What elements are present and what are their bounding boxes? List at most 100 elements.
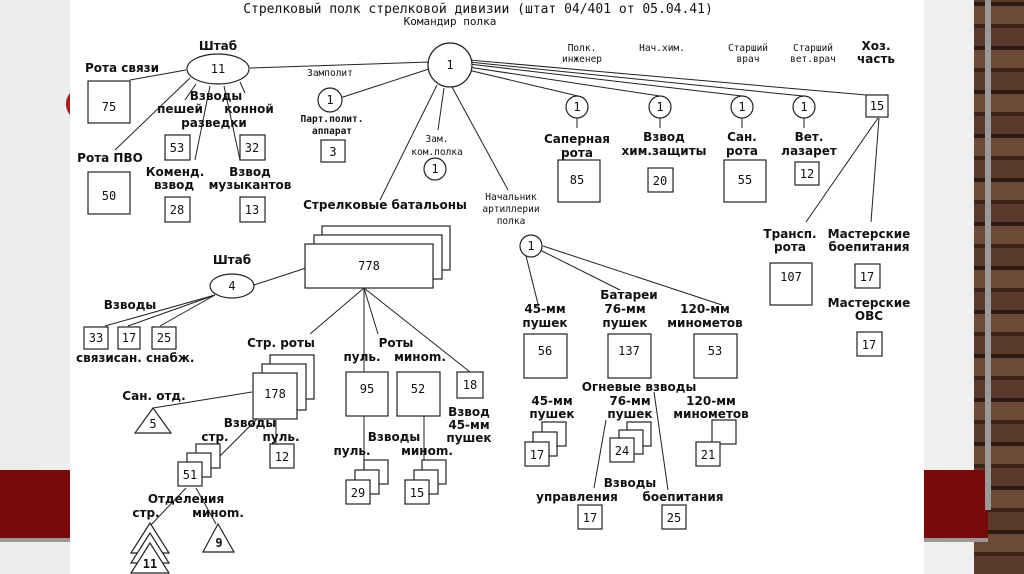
chem-value: 20 xyxy=(653,174,667,188)
ammo-platoon-label: боепитания xyxy=(643,490,724,504)
rifle-squad-triangle xyxy=(129,541,171,574)
fp45-label-1: 45-мм xyxy=(531,394,572,408)
signal-platoon-value: 33 xyxy=(89,331,103,345)
at-platoon-value: 18 xyxy=(463,378,477,392)
fp76-label-2: пушек xyxy=(607,407,652,421)
aa-company-box xyxy=(87,171,131,215)
med-section-label: Сан. отд. xyxy=(122,389,185,403)
senior-doc-label-2: врач xyxy=(737,54,760,65)
engineer-label-1: Полк. xyxy=(568,43,597,54)
companies-label: Роты xyxy=(379,336,414,350)
med-label-2: рота xyxy=(726,144,758,158)
artillery-chief-label-2: артиллерии xyxy=(482,204,539,215)
bat45-label-2: пушек xyxy=(522,316,567,330)
fp120-value: 21 xyxy=(701,448,715,462)
at-platoon-label-3: пушек xyxy=(446,431,491,445)
med-label-1: Сан. xyxy=(727,130,757,144)
sapper-label-1: Саперная xyxy=(544,132,610,146)
control-platoon-label: управления xyxy=(536,490,618,504)
fp76-box xyxy=(609,437,635,463)
battalion-platoons-label: Взводы xyxy=(104,298,157,312)
transport-box xyxy=(769,262,813,306)
sub-mortar-value: 15 xyxy=(410,486,424,500)
med-value: 55 xyxy=(738,173,752,187)
batteries-label: Батареи xyxy=(600,288,657,302)
artillery-chief-label-1: Начальник xyxy=(485,192,537,203)
bat120-label-2: минометов xyxy=(667,316,743,330)
mortar-company-value: 52 xyxy=(411,382,425,396)
fp45-box xyxy=(524,441,550,467)
commandant-box xyxy=(164,196,191,223)
foot-recon-box xyxy=(164,134,191,161)
signal-company-box xyxy=(87,80,131,124)
workshop-ovs-label-1: Мастерские xyxy=(828,296,911,310)
vet-label-1: Вет. xyxy=(795,130,824,144)
sub-mortar-box xyxy=(404,479,430,505)
workshop-ammo-box xyxy=(854,263,881,289)
med-section-value: 5 xyxy=(149,417,156,431)
special-unit-sapper: 1 Саперная рота 85 xyxy=(544,95,610,203)
chem-chief-label: Нач.хим. xyxy=(639,43,685,54)
aa-company-value: 50 xyxy=(102,189,116,203)
control-platoon-value: 17 xyxy=(583,511,597,525)
supply-platoon-box xyxy=(151,326,177,350)
chem-officer: 1 xyxy=(656,100,663,114)
fp120-label-2: минометов xyxy=(673,407,749,421)
fp120-label-1: 120-мм xyxy=(686,394,736,408)
at-platoon-label-1: Взвод xyxy=(448,405,490,419)
band-label-1: Взвод xyxy=(229,165,271,179)
rifle-platoon-box xyxy=(177,461,203,487)
transport-label-1: Трансп. xyxy=(763,227,816,241)
horse-recon-box xyxy=(239,134,266,161)
battalion-hq-node xyxy=(209,273,255,299)
fp120-stack-back xyxy=(711,419,737,445)
workshop-ammo-value: 17 xyxy=(860,270,874,284)
foot-recon-value: 53 xyxy=(170,141,184,155)
frame-edge xyxy=(985,0,991,510)
chart-title: Стрелковый полк стрелковой дивизии (штат… xyxy=(243,2,713,17)
mortar-company-label: миноm. xyxy=(394,350,446,364)
deputy-label-1: Зам. xyxy=(426,134,449,145)
sapper-officer: 1 xyxy=(573,100,580,114)
rifle-company-box xyxy=(252,372,298,420)
rifle-platoon-value: 51 xyxy=(183,468,197,482)
med-officer: 1 xyxy=(738,100,745,114)
deputy-node xyxy=(423,157,447,181)
workshop-ovs-value: 17 xyxy=(862,338,876,352)
rifle-platoon-label: стр. xyxy=(201,430,228,444)
sub-mg-box xyxy=(345,479,371,505)
fp45-label-2: пушек xyxy=(529,407,574,421)
fp76-label-1: 76-мм xyxy=(609,394,650,408)
commander-node xyxy=(427,42,473,88)
transport-value: 107 xyxy=(780,270,802,284)
control-platoon-box xyxy=(577,504,603,530)
mortar-company-box xyxy=(396,371,441,417)
hq-label: Штаб xyxy=(199,39,237,53)
artillery-chief-value: 1 xyxy=(527,239,534,253)
commandant-label-1: Коменд. xyxy=(146,165,205,179)
connector-lines xyxy=(104,59,880,527)
commandant-label-2: взвод xyxy=(154,178,194,192)
commander-value: 1 xyxy=(446,58,453,72)
ammo-platoon-box xyxy=(661,504,687,530)
signal-platoon-box xyxy=(83,326,109,350)
mg-platoon-box xyxy=(269,443,295,469)
bat45-label-1: 45-мм xyxy=(524,302,565,316)
fp120-box xyxy=(695,441,721,467)
battalion-box xyxy=(304,243,434,289)
rifle-squad-value: 11 xyxy=(143,557,157,571)
at-platoon-box xyxy=(456,371,484,399)
workshop-ammo-label-1: Мастерские xyxy=(828,227,911,241)
battalion-hq-label: Штаб xyxy=(213,253,251,267)
supply-box xyxy=(865,94,889,118)
artillery-chief-label-3: полка xyxy=(497,216,526,227)
special-unit-chem: 1 Взвод хим.защиты 20 xyxy=(621,95,707,193)
senior-vet-label-1: Старший xyxy=(793,43,833,54)
mg-platoon-label: пуль. xyxy=(262,430,299,444)
battalion-value: 778 xyxy=(358,259,380,273)
hq-value: 11 xyxy=(211,62,225,76)
mortar-squad-label: миноm. xyxy=(192,506,244,520)
recon-header: Взводы xyxy=(190,89,243,103)
special-unit-vet: 1 Вет. лазарет 12 xyxy=(781,95,837,186)
